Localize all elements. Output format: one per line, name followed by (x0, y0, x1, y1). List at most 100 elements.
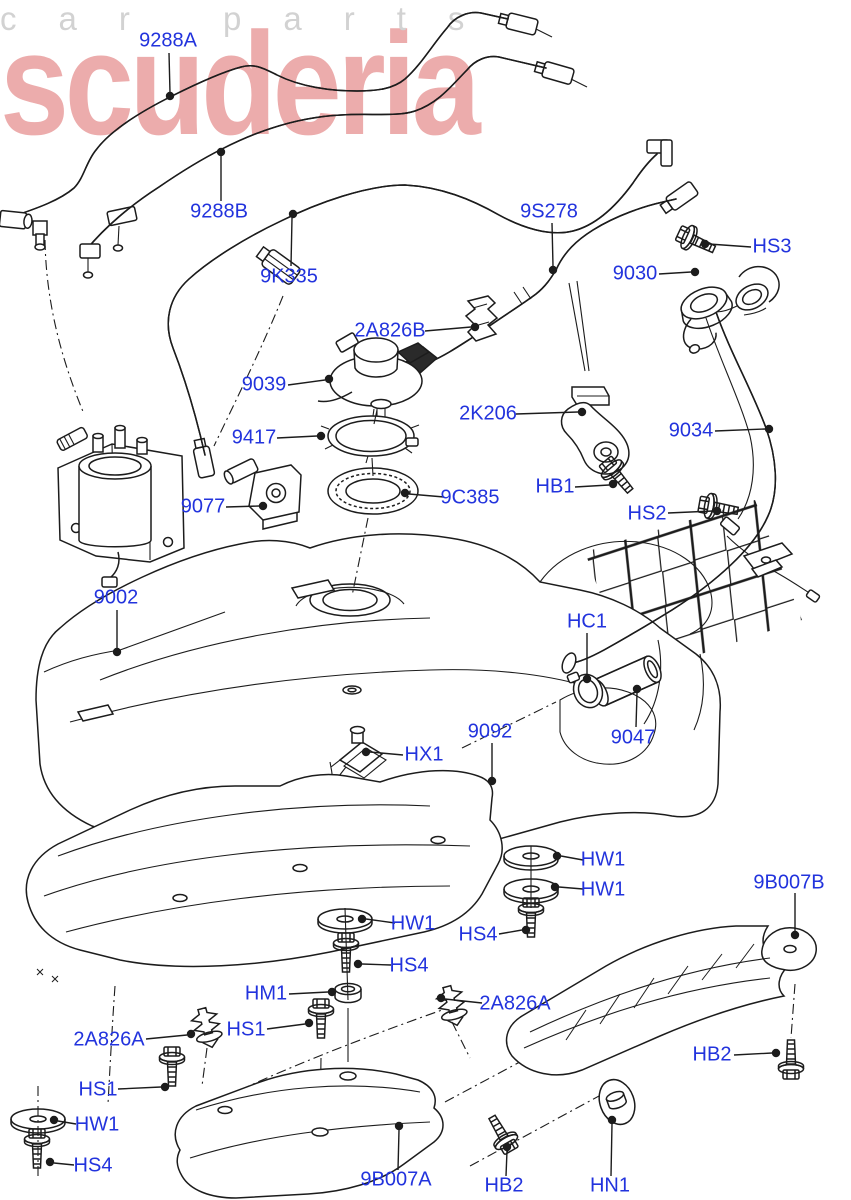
leader-line-hb2 (733, 1052, 773, 1056)
part-label-9417[interactable]: 9417 (231, 426, 277, 449)
part-label-9b007b[interactable]: 9B007B (753, 871, 825, 894)
leader-line-2a826a (145, 1034, 188, 1040)
part-label-9s278[interactable]: 9S278 (520, 200, 578, 223)
leader-line-9417 (276, 435, 318, 439)
part-label-hs4[interactable]: HS4 (73, 1154, 113, 1177)
fuel-tank-9002 (35, 533, 722, 864)
leader-dot-hw1 (550, 882, 560, 892)
part-label-9092[interactable]: 9092 (467, 720, 513, 743)
leader-dot-hs2 (712, 506, 722, 516)
leader-line-9077 (225, 505, 260, 508)
leader-dot-hx1 (361, 747, 371, 757)
clip-nut-hx1 (330, 725, 387, 779)
leader-dot-9c385 (400, 488, 410, 498)
part-label-hw1[interactable]: HW1 (390, 912, 436, 935)
heat-shield-9b007a (174, 1067, 444, 1199)
heat-shield-9b007b (505, 925, 817, 1076)
locking-ring-9417 (320, 408, 420, 464)
leader-dot-9034 (764, 424, 774, 434)
part-label-hb2[interactable]: HB2 (484, 1174, 524, 1197)
leader-dot-hw1 (357, 914, 367, 924)
leader-line-hs1 (117, 1086, 162, 1090)
leader-dot-hc1 (582, 674, 592, 684)
leader-line-2a826a (444, 998, 483, 1004)
watermark-brand: scuderia (0, 2, 481, 165)
leader-line-9s278 (551, 222, 554, 267)
leader-line-hm1 (288, 991, 329, 995)
part-label-9c385[interactable]: 9C385 (440, 486, 500, 509)
part-label-9047[interactable]: 9047 (610, 726, 656, 749)
part-label-hn1[interactable]: HN1 (589, 1174, 631, 1197)
leader-line-hw1 (57, 1120, 77, 1125)
nut-hn1 (598, 1078, 636, 1126)
part-label-hw1[interactable]: HW1 (580, 848, 626, 871)
leader-line-hs4 (361, 963, 392, 966)
hose-clamp-hc1 (566, 671, 604, 709)
leader-dot-9288b (216, 147, 226, 157)
part-label-hs3[interactable]: HS3 (752, 235, 792, 258)
leader-dot-hs4 (521, 925, 531, 935)
position-indicator-lines (568, 280, 590, 372)
part-label-9002[interactable]: 9002 (93, 586, 139, 609)
leader-dot-hw1 (552, 851, 562, 861)
leader-dot-hw1 (49, 1115, 59, 1125)
part-label-2a826a[interactable]: 2A826A (73, 1028, 145, 1051)
part-label-2a826b[interactable]: 2A826B (354, 319, 426, 342)
leader-line-hs3 (708, 243, 752, 248)
part-label-hb2[interactable]: HB2 (692, 1043, 732, 1066)
leader-dot-9288a (165, 91, 175, 101)
fuel-feed-pipe-9288a (0, 9, 553, 252)
part-label-hs4[interactable]: HS4 (458, 923, 498, 946)
leader-line-9047 (635, 692, 638, 728)
part-label-9039[interactable]: 9039 (241, 373, 287, 396)
leader-dot-9039 (324, 374, 334, 384)
leader-line-9b007a (397, 1129, 400, 1171)
leader-dot-hn1 (607, 1115, 617, 1125)
leader-line-hx1 (369, 751, 404, 756)
fixing-axis-lines (319, 846, 532, 1129)
part-label-hs1[interactable]: HS1 (226, 1018, 266, 1041)
leader-dot-9092 (487, 776, 497, 786)
part-label-9077[interactable]: 9077 (180, 495, 226, 518)
leader-dot-9b007b (790, 930, 800, 940)
part-label-hx1[interactable]: HX1 (404, 743, 444, 766)
part-label-hs2[interactable]: HS2 (627, 502, 667, 525)
fuel-filter-assembly (56, 424, 185, 588)
part-label-9288a[interactable]: 9288A (139, 29, 197, 52)
part-label-9034[interactable]: 9034 (668, 419, 714, 442)
leader-dot-9b007a (394, 1121, 404, 1131)
leader-line-9288a (168, 52, 171, 94)
leader-line-9034 (714, 428, 766, 432)
leader-dot-hm1 (327, 987, 337, 997)
part-label-9k335[interactable]: 9K335 (260, 265, 318, 288)
leader-dot-2a826a (186, 1029, 196, 1039)
part-label-hm1[interactable]: HM1 (244, 982, 288, 1005)
part-label-hw1[interactable]: HW1 (74, 1113, 120, 1136)
leader-line-hs4 (498, 929, 523, 935)
leader-dot-2k206 (577, 407, 587, 417)
part-label-hs4[interactable]: HS4 (389, 954, 429, 977)
fuel-filler-cap-9030 (680, 286, 733, 354)
leader-dot-9030 (690, 267, 700, 277)
part-label-2a826a[interactable]: 2A826A (479, 992, 551, 1015)
leader-dot-hs1 (160, 1082, 170, 1092)
part-label-2k206[interactable]: 2K206 (459, 402, 517, 425)
part-label-hw1[interactable]: HW1 (580, 878, 626, 901)
leader-line-hn1 (610, 1123, 613, 1177)
leader-line-hb1 (574, 484, 610, 488)
part-label-9030[interactable]: 9030 (612, 262, 658, 285)
leader-dot-hs1 (304, 1018, 314, 1028)
leader-dot-hs4 (45, 1157, 55, 1167)
part-label-9b007a[interactable]: 9B007A (360, 1168, 432, 1191)
part-label-9288b[interactable]: 9288B (190, 200, 248, 223)
leader-dot-9002 (112, 647, 122, 657)
leader-line-9030 (658, 271, 692, 275)
part-label-hc1[interactable]: HC1 (566, 610, 608, 633)
leader-line-hw1 (365, 918, 396, 924)
part-label-hb1[interactable]: HB1 (535, 475, 575, 498)
part-label-hs1[interactable]: HS1 (78, 1078, 118, 1101)
leader-dot-2a826a (436, 993, 446, 1003)
leader-line-hs4 (53, 1162, 75, 1166)
